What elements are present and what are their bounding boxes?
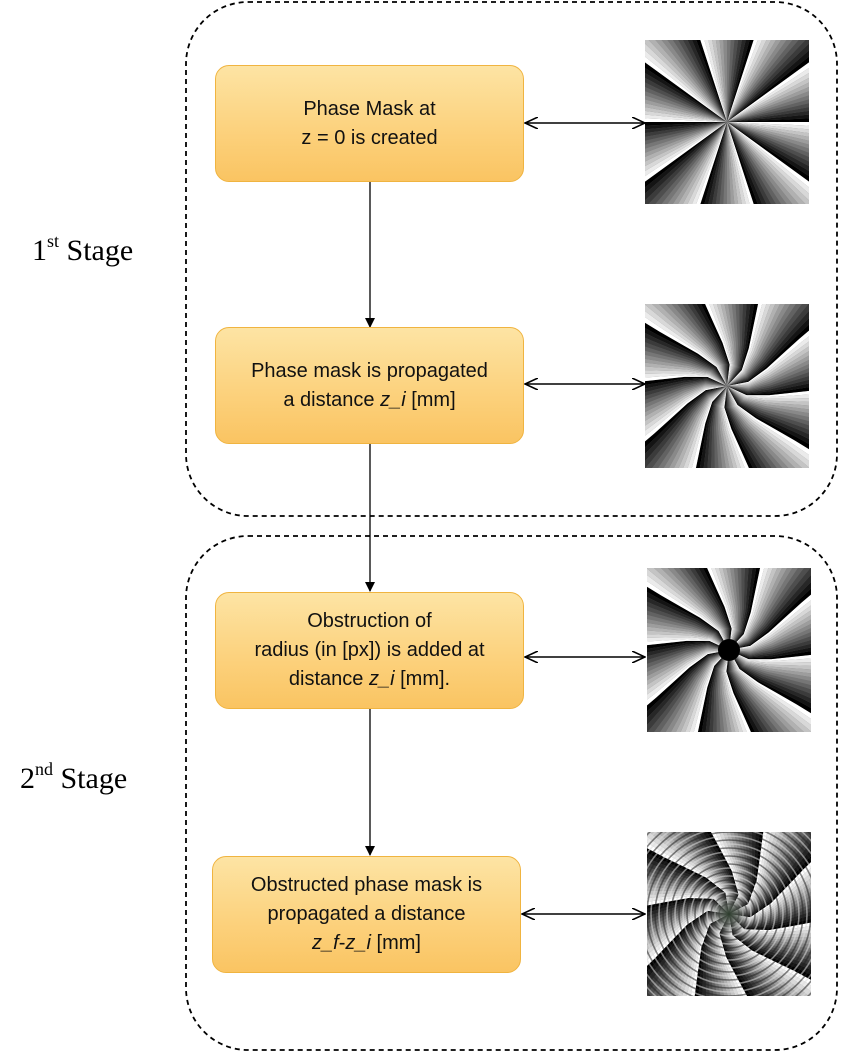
step-4-line-3-post: [mm] xyxy=(370,932,421,954)
step-create-phase-mask: Phase Mask at z = 0 is created xyxy=(215,65,524,182)
step-propagate-phase-mask: Phase mask is propagated a distance z_i … xyxy=(215,327,524,444)
stage-2-ordinal: 2 xyxy=(20,762,35,795)
step-2-line-1: Phase mask is propagated xyxy=(251,359,488,382)
step-4-var-zi: z_i xyxy=(345,932,371,954)
radial-phase-mask-icon xyxy=(645,40,809,204)
step-4-line-3: z_f-z_i [mm] xyxy=(251,929,482,958)
stage-1-suffix: st xyxy=(47,231,60,251)
stage-1-container xyxy=(185,1,838,517)
step-3-line-3: distance z_i [mm]. xyxy=(254,665,484,694)
step-add-obstruction: Obstruction of radius (in [px]) is added… xyxy=(215,592,524,709)
step-2-var-zi: z_i xyxy=(380,388,406,411)
step-propagate-obstructed-mask: Obstructed phase mask is propagated a di… xyxy=(212,856,521,973)
stage-2-suffix: nd xyxy=(35,759,53,779)
step-3-line-1: Obstruction of xyxy=(307,610,432,632)
step-3-var-zi: z_i xyxy=(368,668,395,690)
step-3-line-3-pre: distance xyxy=(288,668,369,690)
stage-2-label: 2nd Stage xyxy=(20,759,128,796)
propagated-phase-mask-icon xyxy=(645,304,809,468)
step-4-line-1: Obstructed phase mask is xyxy=(250,874,483,896)
step-4-line-2: propagated a distance xyxy=(267,903,466,925)
step-2-line-2-post: [mm] xyxy=(405,388,456,411)
stage-2-container xyxy=(185,535,838,1051)
step-2-line-2: a distance z_i [mm] xyxy=(251,386,488,415)
stage-1-ordinal: 1 xyxy=(32,234,47,267)
step-4-dash: - xyxy=(338,932,346,954)
stage-1-label: 1st Stage xyxy=(32,231,134,268)
step-1-line-1: Phase Mask at xyxy=(303,97,436,120)
step-3-line-3-post: [mm]. xyxy=(394,668,451,690)
step-1-line-2: z = 0 is created xyxy=(301,126,438,149)
final-propagated-mask-icon xyxy=(647,832,811,996)
stage-1-word: Stage xyxy=(66,234,134,267)
obstructed-phase-mask-icon xyxy=(647,568,811,732)
stage-2-word: Stage xyxy=(60,762,128,795)
step-4-var-zf: z_f xyxy=(312,932,339,954)
step-3-line-2: radius (in [px]) is added at xyxy=(254,639,485,661)
step-2-line-2-pre: a distance xyxy=(283,388,381,411)
